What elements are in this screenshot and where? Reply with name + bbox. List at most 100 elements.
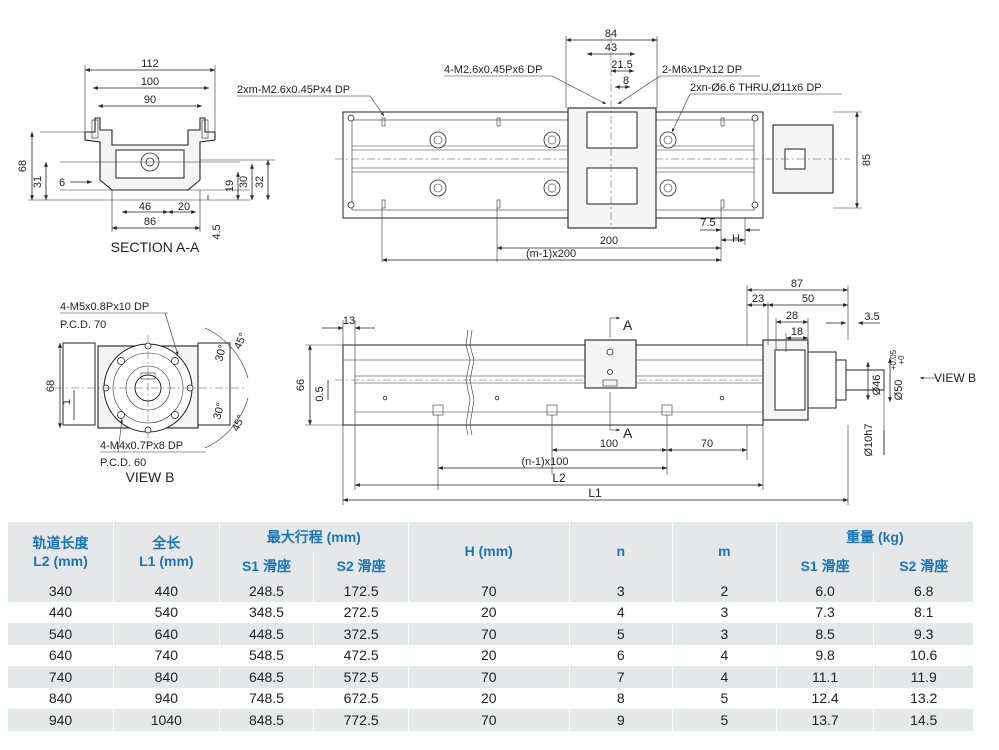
dim-l1: L1 [588,486,602,500]
table-cell: 648.5 [219,666,315,688]
table-cell: 3 [672,601,777,623]
table-cell: 940 [113,687,220,709]
table-cell: 7.3 [776,601,875,623]
dim-100: 100 [141,76,159,88]
table-cell: 740 [8,666,115,688]
dim-d10h7: Ø10h7 [863,423,875,456]
spec-table: 轨道长度 L2 (mm) 全长 L1 (mm) 最大行程 (mm) H (mm)… [8,522,975,731]
table-cell: 3 [672,623,777,645]
table-cell: 11.9 [873,666,974,688]
header-stroke-s2: S2 滑座 [313,552,409,580]
table-cell: 11.1 [776,666,875,688]
technical-drawing: 112 100 90 68 31 6 19 30 32 46 [17,28,976,505]
callout-m2-6-rail: 2xm-M2.6x0.45Px4 DP [237,84,350,96]
dim-n-1-x100: (n-1)x100 [521,456,568,468]
header-total-length-label: 全长 [152,535,181,551]
table-cell: 372.5 [313,623,409,645]
table-cell: 7 [569,666,673,688]
dim-90: 90 [144,94,156,106]
table-cell: 20 [408,687,570,709]
angle-30-top: 30° [213,344,229,363]
dim-21-5: 21.5 [611,59,632,71]
tol-plus: +0.05 [889,349,898,370]
dim-68: 68 [17,160,29,172]
view-b-title: VIEW B [125,469,174,485]
header-max-stroke: 最大行程 (mm) [219,522,409,552]
dim-31: 31 [32,176,44,188]
view-b: 30° 45° 30° 45° 4-M5x0.8Px10 DP P.C.D. 7… [45,301,250,485]
dim-m-1-x200: (m-1)x200 [526,248,576,260]
table-cell: 940 [8,709,115,731]
table-cell: 70 [408,666,570,688]
callout-m6: 2-M6x1Px12 DP [662,64,742,76]
table-cell: 548.5 [219,644,315,666]
header-rail-length-unit: L2 (mm) [33,553,88,569]
header-weight-s1: S1 滑座 [776,552,875,580]
callout-pcd60: P.C.D. 60 [100,457,146,469]
table-cell: 8.5 [776,623,875,645]
table-cell: 748.5 [219,687,315,709]
dim-3-5: 3.5 [864,311,879,323]
header-weight-s2: S2 滑座 [873,552,974,580]
table-cell: 1040 [113,709,220,731]
dim-46: 46 [139,201,151,213]
callout-m2-6-carriage: 4-M2.6x0.45Px6 DP [444,64,542,76]
dim-200: 200 [600,235,618,247]
section-aa-view: 112 100 90 68 31 6 19 30 32 46 [17,58,275,255]
table-cell: 5 [569,623,673,645]
section-mark-a-bottom: A [623,425,633,441]
table-cell: 540 [8,623,115,645]
dim-50: 50 [802,293,814,305]
header-n: n [569,522,673,580]
header-weight: 重量 (kg) [776,522,975,552]
table-cell: 448.5 [219,623,315,645]
table-cell: 172.5 [313,580,409,602]
table-cell: 6 [569,644,673,666]
table-cell: 348.5 [219,601,315,623]
dim-l2: L2 [552,471,566,485]
table-cell: 13.7 [776,709,875,731]
dim-84: 84 [605,28,617,40]
header-total-length: 全长 L1 (mm) [113,522,220,580]
section-aa-title: SECTION A-A [111,239,200,255]
dim-0-5: 0.5 [314,386,326,401]
table-cell: 8.1 [873,601,974,623]
dim-18: 18 [791,326,803,338]
table-cell: 9.3 [873,623,974,645]
dim-87: 87 [791,278,803,290]
dim-20: 20 [178,201,190,213]
callout-thru-hole: 2xn-Ø6.6 THRU,Ø11x6 DP [690,82,822,94]
table-cell: 540 [113,601,220,623]
table-cell: 8 [569,687,673,709]
dim-h: H [732,233,740,245]
table-cell: 440 [8,601,115,623]
header-rail-length-label: 轨道长度 [32,535,89,551]
header-m: m [672,522,777,580]
callout-pcd70: P.C.D. 70 [60,319,106,331]
table-cell: 772.5 [313,709,409,731]
table-cell: 13.2 [873,687,974,709]
table-cell: 70 [408,623,570,645]
header-total-length-unit: L1 (mm) [139,553,194,569]
table-cell: 5 [672,687,777,709]
angle-45-bottom: 45° [230,413,248,433]
table-cell: 12.4 [776,687,875,709]
dim-70: 70 [701,438,713,450]
table-cell: 572.5 [313,666,409,688]
header-h: H (mm) [408,522,570,580]
table-cell: 4 [569,601,673,623]
view-b-label: VIEW B [934,371,976,385]
dim-23: 23 [752,293,764,305]
dim-d46: Ø46 [871,375,883,396]
table-cell: 6.8 [873,580,974,602]
angle-45-top: 45° [232,331,250,351]
table-cell: 70 [408,709,570,731]
table-cell: 9.8 [776,644,875,666]
dim-13: 13 [343,315,355,327]
table-cell: 440 [113,580,220,602]
table-cell: 740 [113,644,220,666]
dim-19: 19 [224,180,236,192]
